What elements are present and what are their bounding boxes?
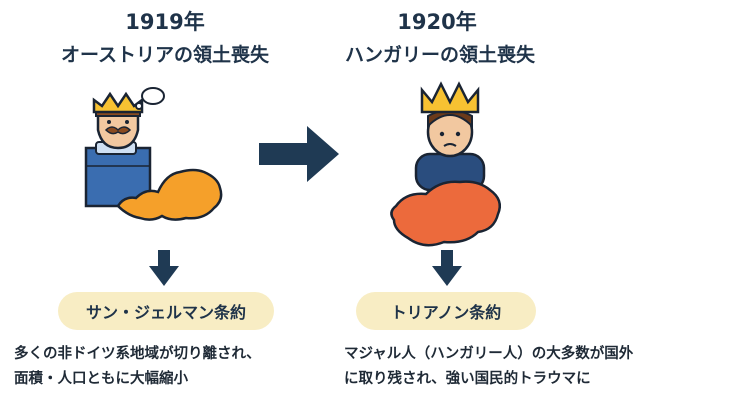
- left-note-line1: 多くの非ドイツ系地域が切り離され、: [14, 346, 261, 362]
- down-arrow-icon: [149, 250, 179, 286]
- right-note-line1: マジャル人（ハンガリー人）の大多数が国外: [344, 346, 634, 362]
- right-subtitle: ハンガリーの領土喪失: [344, 44, 535, 66]
- hungary-map: [390, 180, 501, 247]
- down-arrow-icon: [432, 250, 462, 286]
- emperor-illustration: [84, 91, 152, 208]
- thought-bubble-icon: [135, 87, 165, 110]
- right-year: 1920年: [397, 10, 477, 34]
- left-treaty-badge: サン・ジェルマン条約: [58, 292, 274, 330]
- austria-map: [116, 168, 223, 221]
- right-note-line2: に取り残され、強い国民的トラウマに: [344, 371, 591, 387]
- right-treaty-badge: トリアノン条約: [356, 292, 536, 330]
- left-note-line2: 面積・人口ともに大幅縮小: [14, 371, 188, 387]
- left-subtitle: オーストリアの領土喪失: [60, 44, 270, 66]
- king-illustration: [414, 81, 486, 192]
- left-year: 1919年: [125, 10, 205, 34]
- right-arrow-icon: [259, 126, 339, 182]
